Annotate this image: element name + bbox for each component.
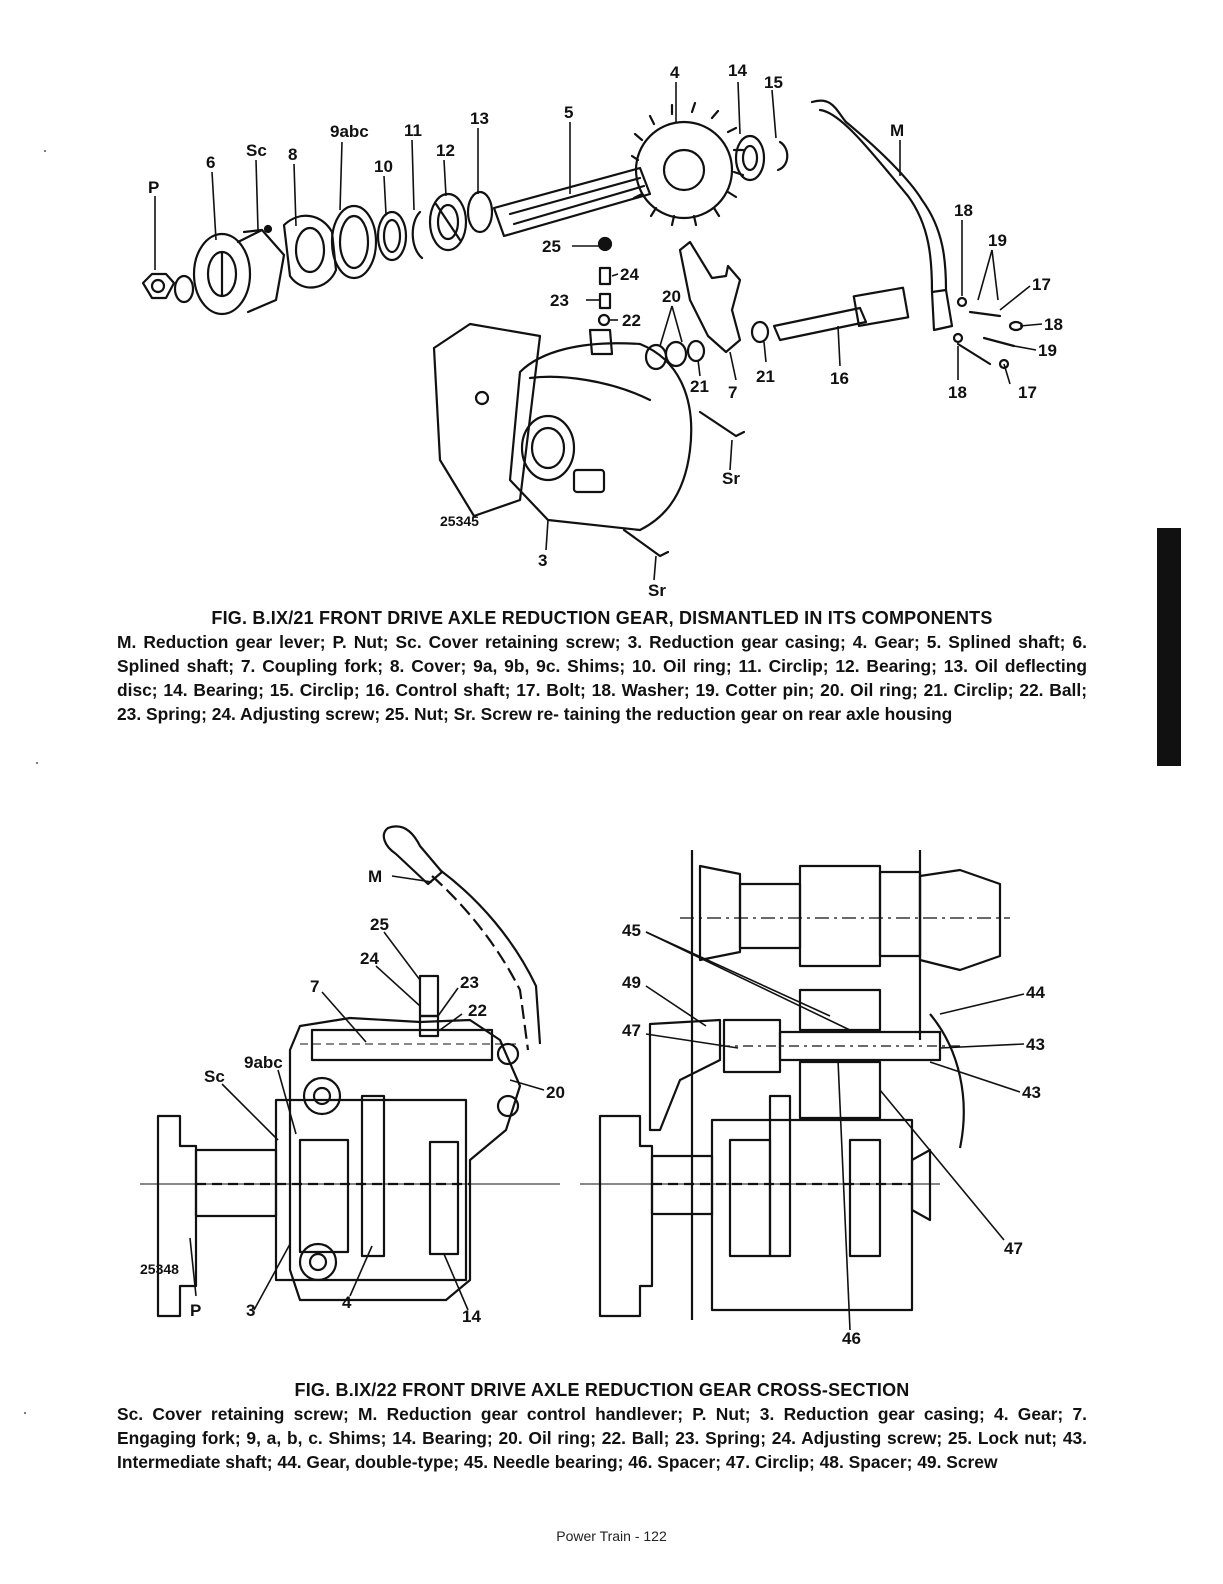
callout-23-2: 23 bbox=[460, 973, 479, 992]
scan-speck bbox=[24, 1412, 26, 1414]
callout-9abc: 9abc bbox=[330, 122, 369, 141]
figure-1-exploded-view: P 6 Sc 8 9abc 10 11 12 13 5 4 14 15 M 18… bbox=[0, 0, 1223, 605]
callout-6: 6 bbox=[206, 153, 215, 172]
callout-sc-2: Sc bbox=[204, 1067, 225, 1086]
callout-22: 22 bbox=[622, 311, 641, 330]
figure-2-caption: FIG. B.IX/22 FRONT DRIVE AXLE REDUCTION … bbox=[117, 1378, 1087, 1474]
callout-3: 3 bbox=[538, 551, 547, 570]
callout-23: 23 bbox=[550, 291, 569, 310]
callout-21a: 21 bbox=[690, 377, 709, 396]
callout-m: M bbox=[890, 121, 904, 140]
callout-20-2: 20 bbox=[546, 1083, 565, 1102]
figure-1-caption: FIG. B.IX/21 FRONT DRIVE AXLE REDUCTION … bbox=[117, 606, 1087, 726]
callout-12: 12 bbox=[436, 141, 455, 160]
callout-19b: 19 bbox=[1038, 341, 1057, 360]
callout-sr-1: Sr bbox=[722, 469, 740, 488]
callout-sc: Sc bbox=[246, 141, 267, 160]
figure-2-drawing: M 25 24 23 22 7 9abc Sc 20 P 3 4 14 45 4… bbox=[140, 825, 1045, 1348]
callout-7: 7 bbox=[728, 383, 737, 402]
figure-2-title: FIG. B.IX/22 FRONT DRIVE AXLE REDUCTION … bbox=[294, 1380, 910, 1400]
callout-47b: 47 bbox=[1004, 1239, 1023, 1258]
callout-4: 4 bbox=[670, 63, 680, 82]
figure-1-description: M. Reduction gear lever; P. Nut; Sc. Cov… bbox=[117, 632, 1087, 724]
section-edge-tab bbox=[1157, 528, 1181, 766]
figure-2-cross-section: M 25 24 23 22 7 9abc Sc 20 P 3 4 14 45 4… bbox=[0, 800, 1223, 1360]
callout-16: 16 bbox=[830, 369, 849, 388]
callout-46: 46 bbox=[842, 1329, 861, 1348]
scan-speck bbox=[44, 150, 46, 152]
callout-43b: 43 bbox=[1022, 1083, 1041, 1102]
callout-10: 10 bbox=[374, 157, 393, 176]
callout-7-2: 7 bbox=[310, 977, 319, 996]
callout-sr-2: Sr bbox=[648, 581, 666, 600]
callout-m-2: M bbox=[368, 867, 382, 886]
callout-25-2: 25 bbox=[370, 915, 389, 934]
callout-18a: 18 bbox=[954, 201, 973, 220]
scan-speck bbox=[36, 762, 38, 764]
drawing-number-25345: 25345 bbox=[440, 513, 479, 529]
callout-11: 11 bbox=[404, 121, 422, 140]
callout-24: 24 bbox=[620, 265, 639, 284]
callout-3-2: 3 bbox=[246, 1301, 255, 1320]
page-footer: Power Train - 122 bbox=[556, 1528, 667, 1544]
callout-p-2: P bbox=[190, 1301, 201, 1320]
callout-13: 13 bbox=[470, 109, 489, 128]
callout-14: 14 bbox=[728, 61, 747, 80]
callout-25: 25 bbox=[542, 237, 561, 256]
callout-49: 49 bbox=[622, 973, 641, 992]
callout-18b: 18 bbox=[1044, 315, 1063, 334]
callout-p: P bbox=[148, 178, 159, 197]
callout-4-2: 4 bbox=[342, 1293, 352, 1312]
callout-15: 15 bbox=[764, 73, 783, 92]
figure-1-title: FIG. B.IX/21 FRONT DRIVE AXLE REDUCTION … bbox=[211, 608, 993, 628]
callout-17b: 17 bbox=[1018, 383, 1037, 402]
callout-8: 8 bbox=[288, 145, 297, 164]
callout-17a: 17 bbox=[1032, 275, 1051, 294]
callout-24-2: 24 bbox=[360, 949, 379, 968]
callout-47a: 47 bbox=[622, 1021, 641, 1040]
callout-20: 20 bbox=[662, 287, 681, 306]
callout-44: 44 bbox=[1026, 983, 1045, 1002]
figure-2-description: Sc. Cover retaining screw; M. Reduction … bbox=[117, 1404, 1087, 1472]
figure-1-drawing: P 6 Sc 8 9abc 10 11 12 13 5 4 14 15 M 18… bbox=[141, 61, 1063, 600]
callout-45: 45 bbox=[622, 921, 641, 940]
callout-9abc-2: 9abc bbox=[244, 1053, 283, 1072]
callout-21b: 21 bbox=[756, 367, 775, 386]
drawing-number-25348: 25348 bbox=[140, 1261, 179, 1277]
callout-22-2: 22 bbox=[468, 1001, 487, 1020]
callout-5: 5 bbox=[564, 103, 573, 122]
callout-19a: 19 bbox=[988, 231, 1007, 250]
callout-43a: 43 bbox=[1026, 1035, 1045, 1054]
callout-18c: 18 bbox=[948, 383, 967, 402]
callout-14-2: 14 bbox=[462, 1307, 481, 1326]
